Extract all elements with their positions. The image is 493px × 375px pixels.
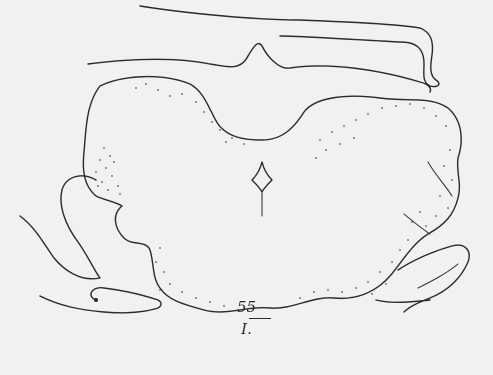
- left-appendage-outline: [20, 176, 100, 279]
- upper-membrane-lower-edge: [88, 44, 431, 92]
- figure-label-numerator: 55: [0, 298, 493, 316]
- central-canal-outline: [252, 162, 272, 192]
- right-lobe-division-lower: [404, 214, 430, 234]
- figure-label-denominator: I.: [0, 320, 493, 338]
- stipple-shading: [95, 83, 453, 307]
- figure-label-fraction-rule: [249, 318, 271, 319]
- central-body-outline: [83, 77, 461, 312]
- right-lobe-division: [428, 162, 452, 196]
